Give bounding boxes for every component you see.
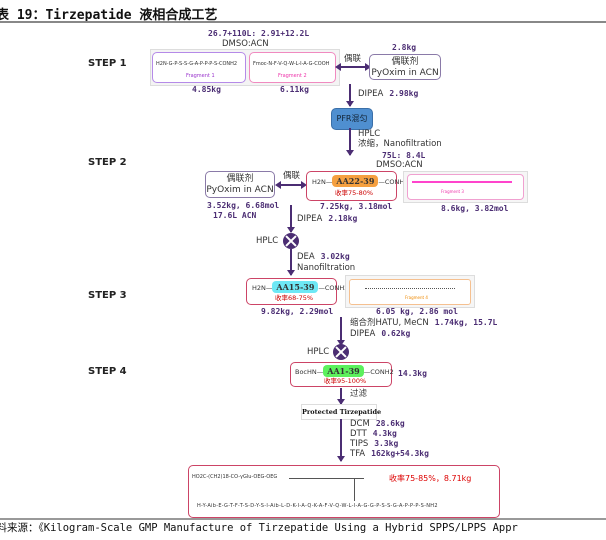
fragment-1-box: H2N-G-P-S-S-G-A-P-P-P-S-CONH2 Fragment 1 bbox=[152, 52, 246, 83]
tips-amount: 3.3kg bbox=[374, 439, 399, 448]
final-yield: 收率75-85%，8.71kg bbox=[389, 474, 472, 483]
protected-tirzepatide-box: Protected Tirzepatide bbox=[301, 404, 381, 420]
product-amount: 9.82kg, 2.29mol bbox=[261, 307, 334, 316]
dipea-row: DIPEA 2.18kg bbox=[297, 214, 357, 224]
source-note: 资料来源：《Kilogram-Scale GMP Manufacture of … bbox=[0, 522, 518, 534]
hplc-label: HPLC bbox=[358, 129, 381, 139]
hatu-label: 缩合剂HATU, MeCN bbox=[350, 318, 429, 328]
step-4-label: STEP 4 bbox=[88, 366, 127, 377]
step2-solvent-amount: 75L: 8.4L bbox=[382, 151, 426, 160]
bottom-divider bbox=[0, 518, 606, 520]
dtt-label: DTT bbox=[350, 429, 367, 439]
product-amount: 7.25kg, 3.18mol bbox=[320, 202, 393, 211]
mixer-icon bbox=[283, 233, 299, 249]
fragment-2-mass: 6.11kg bbox=[280, 85, 309, 94]
arrow bbox=[337, 317, 345, 346]
dcm-label: DCM bbox=[350, 419, 370, 429]
aa22-39-box: H2N—AA22-39—CONH2 收率75-80% bbox=[306, 171, 408, 201]
dipea-amount: 2.98kg bbox=[389, 89, 419, 98]
dcm-row: DCM 28.6kg bbox=[350, 419, 405, 429]
arrow bbox=[337, 388, 345, 405]
figure-title: 表 19：Tirzepatide 液相合成工艺 bbox=[0, 8, 218, 23]
coupling-arrow bbox=[335, 63, 371, 71]
tfa-amount: 162kg+54.3kg bbox=[371, 449, 429, 458]
step1-solvent: DMSO:ACN bbox=[222, 39, 269, 49]
dipea-amount: 2.18kg bbox=[328, 214, 358, 223]
coupling-label: 偶联 bbox=[344, 54, 362, 64]
mixer-icon bbox=[333, 344, 349, 360]
dea-label: DEA bbox=[297, 252, 315, 262]
step-2-label: STEP 2 bbox=[88, 157, 127, 168]
arrow bbox=[287, 249, 295, 276]
dea-row: DEA 3.02kg bbox=[297, 252, 350, 262]
aa1-39-mass: 14.3kg bbox=[398, 369, 427, 378]
dipea-label: DIPEA bbox=[358, 89, 384, 99]
hatu-amount: 1.74kg, 15.7L bbox=[434, 318, 498, 327]
step1-solvent-amount: 26.7+110L: 2.91+12.2L bbox=[208, 29, 310, 38]
step-3-label: STEP 3 bbox=[88, 290, 127, 301]
step2-solvent: DMSO:ACN bbox=[376, 160, 423, 170]
filtration-label: 过滤 bbox=[350, 389, 368, 399]
fragment-3-panel: Fragment 3 bbox=[403, 171, 528, 203]
hplc-label: HPLC bbox=[256, 236, 279, 246]
dipea-label: DIPEA bbox=[350, 329, 376, 339]
nanofiltration-label: Nanofiltration bbox=[297, 263, 356, 273]
arrow bbox=[337, 419, 345, 462]
tfa-label: TFA bbox=[350, 449, 366, 459]
pfr-mixer: PFR混匀 bbox=[331, 108, 373, 130]
tirzepatide-structure-box: HO2C-(CH2)18-CO-γGlu-OEG-OEG H-Y-Aib-E-G… bbox=[188, 465, 500, 518]
dtt-row: DTT 4.3kg bbox=[350, 429, 397, 439]
tips-row: TIPS 3.3kg bbox=[350, 439, 398, 449]
yield: 收率95-100% bbox=[324, 377, 367, 385]
fragment-2-box: Fmoc-N-F-V-Q-W-L-I-A-G-COOH Fragment 2 bbox=[249, 52, 336, 83]
fragment-1-mass: 4.85kg bbox=[192, 85, 221, 94]
hatu-row: 缩合剂HATU, MeCN 1.74kg, 15.7L bbox=[350, 318, 497, 328]
dipea-row: DIPEA 2.98kg bbox=[358, 89, 418, 99]
yield: 收率75-80% bbox=[335, 189, 374, 197]
peptide-sequence: H-Y-Aib-E-G-T-F-T-S-D-Y-S-I-Aib-L-D-K-I-… bbox=[197, 503, 438, 509]
coupling-label: 偶联 bbox=[283, 171, 301, 181]
top-divider bbox=[0, 21, 606, 23]
tips-label: TIPS bbox=[350, 439, 369, 449]
reagent-volume: 17.6L ACN bbox=[213, 211, 257, 220]
arrow bbox=[346, 84, 354, 107]
fragment-4-panel: Fragment 4 bbox=[345, 275, 475, 308]
tfa-row: TFA 162kg+54.3kg bbox=[350, 449, 429, 459]
concentration-label: 浓缩，Nanofiltration bbox=[358, 139, 442, 149]
reagent-amount: 3.52kg, 6.68mol bbox=[207, 201, 280, 210]
yield: 收率68-75% bbox=[275, 294, 314, 302]
reagent-amount: 2.8kg bbox=[392, 43, 417, 52]
hplc-label: HPLC bbox=[307, 347, 330, 357]
fragment-4-amount: 6.05 kg, 2.86 mol bbox=[376, 307, 458, 316]
arrow bbox=[346, 128, 354, 156]
aa15-39-chip: AA15-39 bbox=[272, 281, 319, 293]
fragment-3-amount: 8.6kg, 3.82mol bbox=[441, 204, 509, 213]
dipea-label: DIPEA bbox=[297, 214, 323, 224]
coupling-arrow bbox=[275, 181, 307, 189]
aa15-39-box: H2N—AA15-39—CONH2 收率68-75% bbox=[246, 278, 348, 305]
dtt-amount: 4.3kg bbox=[372, 429, 397, 438]
dea-amount: 3.02kg bbox=[320, 252, 350, 261]
dcm-amount: 28.6kg bbox=[375, 419, 405, 428]
aa1-39-chip: AA1-39 bbox=[323, 365, 364, 377]
step-1-label: STEP 1 bbox=[88, 58, 127, 69]
dipea-row: DIPEA 0.62kg bbox=[350, 329, 410, 339]
dipea-amount: 0.62kg bbox=[381, 329, 411, 338]
aa1-39-box: BocHN—AA1-39—CONH2 收率95-100% bbox=[290, 362, 394, 387]
sidechain-structure: HO2C-(CH2)18-CO-γGlu-OEG-OEG bbox=[192, 474, 278, 480]
aa22-39-chip: AA22-39 bbox=[332, 175, 379, 187]
arrow bbox=[287, 205, 295, 233]
